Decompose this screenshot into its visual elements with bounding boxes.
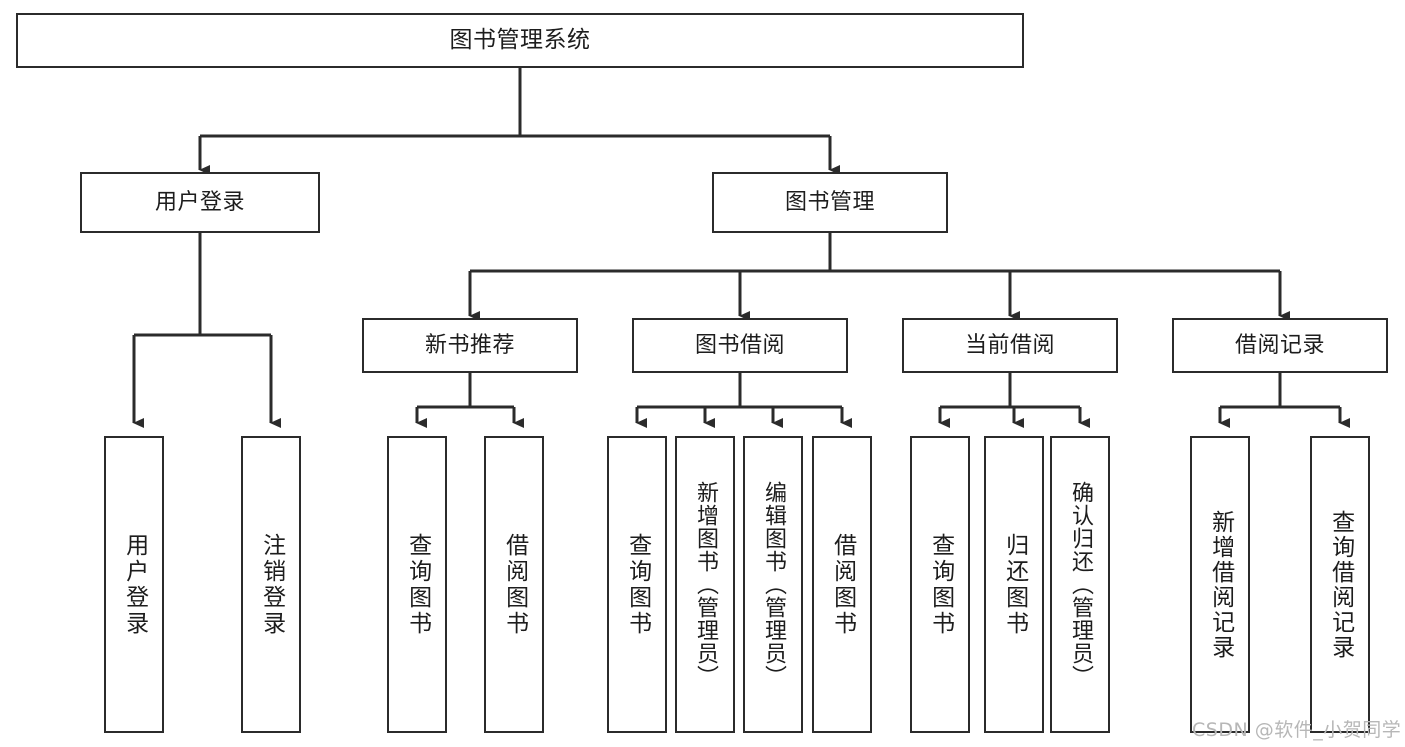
node-box-leaf-user-login[interactable]: 用户登录 [104,436,164,733]
node-box-borrow-record[interactable]: 借阅记录 [1172,318,1388,373]
node-box-leaf-confirm-return[interactable]: 确认归还（管理员） [1050,436,1110,733]
node-box-leaf-borrow-book-2[interactable]: 借阅图书 [812,436,872,733]
node-label-leaf-add-record: 新增借阅记录 [1207,509,1234,660]
node-box-root[interactable]: 图书管理系统 [16,13,1024,68]
node-label-leaf-confirm-return: 确认归还（管理员） [1067,481,1093,688]
node-box-leaf-query-record[interactable]: 查询借阅记录 [1310,436,1370,733]
node-box-leaf-add-record[interactable]: 新增借阅记录 [1190,436,1250,733]
node-label-leaf-query-book-2: 查询图书 [624,532,651,637]
node-label-root: 图书管理系统 [449,26,591,53]
node-box-current-borrow[interactable]: 当前借阅 [902,318,1118,373]
node-label-leaf-return-book: 归还图书 [1001,532,1028,637]
node-label-new-book-recommend: 新书推荐 [424,332,515,358]
node-box-leaf-edit-book[interactable]: 编辑图书（管理员） [743,436,803,733]
node-label-leaf-edit-book: 编辑图书（管理员） [760,481,786,688]
node-box-leaf-borrow-book-1[interactable]: 借阅图书 [484,436,544,733]
node-label-leaf-query-book-3: 查询图书 [927,532,954,637]
node-box-user-login[interactable]: 用户登录 [80,172,320,233]
node-box-leaf-query-book-3[interactable]: 查询图书 [910,436,970,733]
node-label-borrow-record: 借阅记录 [1234,332,1325,358]
node-label-user-login: 用户登录 [154,189,245,215]
node-label-leaf-user-login: 用户登录 [121,532,148,637]
node-box-book-borrow[interactable]: 图书借阅 [632,318,848,373]
node-box-book-manage[interactable]: 图书管理 [712,172,948,233]
node-label-leaf-query-record: 查询借阅记录 [1327,509,1354,660]
node-box-leaf-logout[interactable]: 注销登录 [241,436,301,733]
node-box-leaf-add-book[interactable]: 新增图书（管理员） [675,436,735,733]
node-box-leaf-query-book-1[interactable]: 查询图书 [387,436,447,733]
node-label-book-borrow: 图书借阅 [694,332,785,358]
node-label-leaf-add-book: 新增图书（管理员） [692,481,718,688]
node-label-book-manage: 图书管理 [784,189,875,215]
node-label-leaf-borrow-book-2: 借阅图书 [829,532,856,637]
node-label-leaf-logout: 注销登录 [258,532,285,637]
connector-lines [132,68,1350,428]
node-label-current-borrow: 当前借阅 [964,332,1055,358]
node-label-leaf-borrow-book-1: 借阅图书 [501,532,528,637]
node-box-new-book-recommend[interactable]: 新书推荐 [362,318,578,373]
node-box-leaf-return-book[interactable]: 归还图书 [984,436,1044,733]
node-label-leaf-query-book-1: 查询图书 [404,532,431,637]
node-box-leaf-query-book-2[interactable]: 查询图书 [607,436,667,733]
